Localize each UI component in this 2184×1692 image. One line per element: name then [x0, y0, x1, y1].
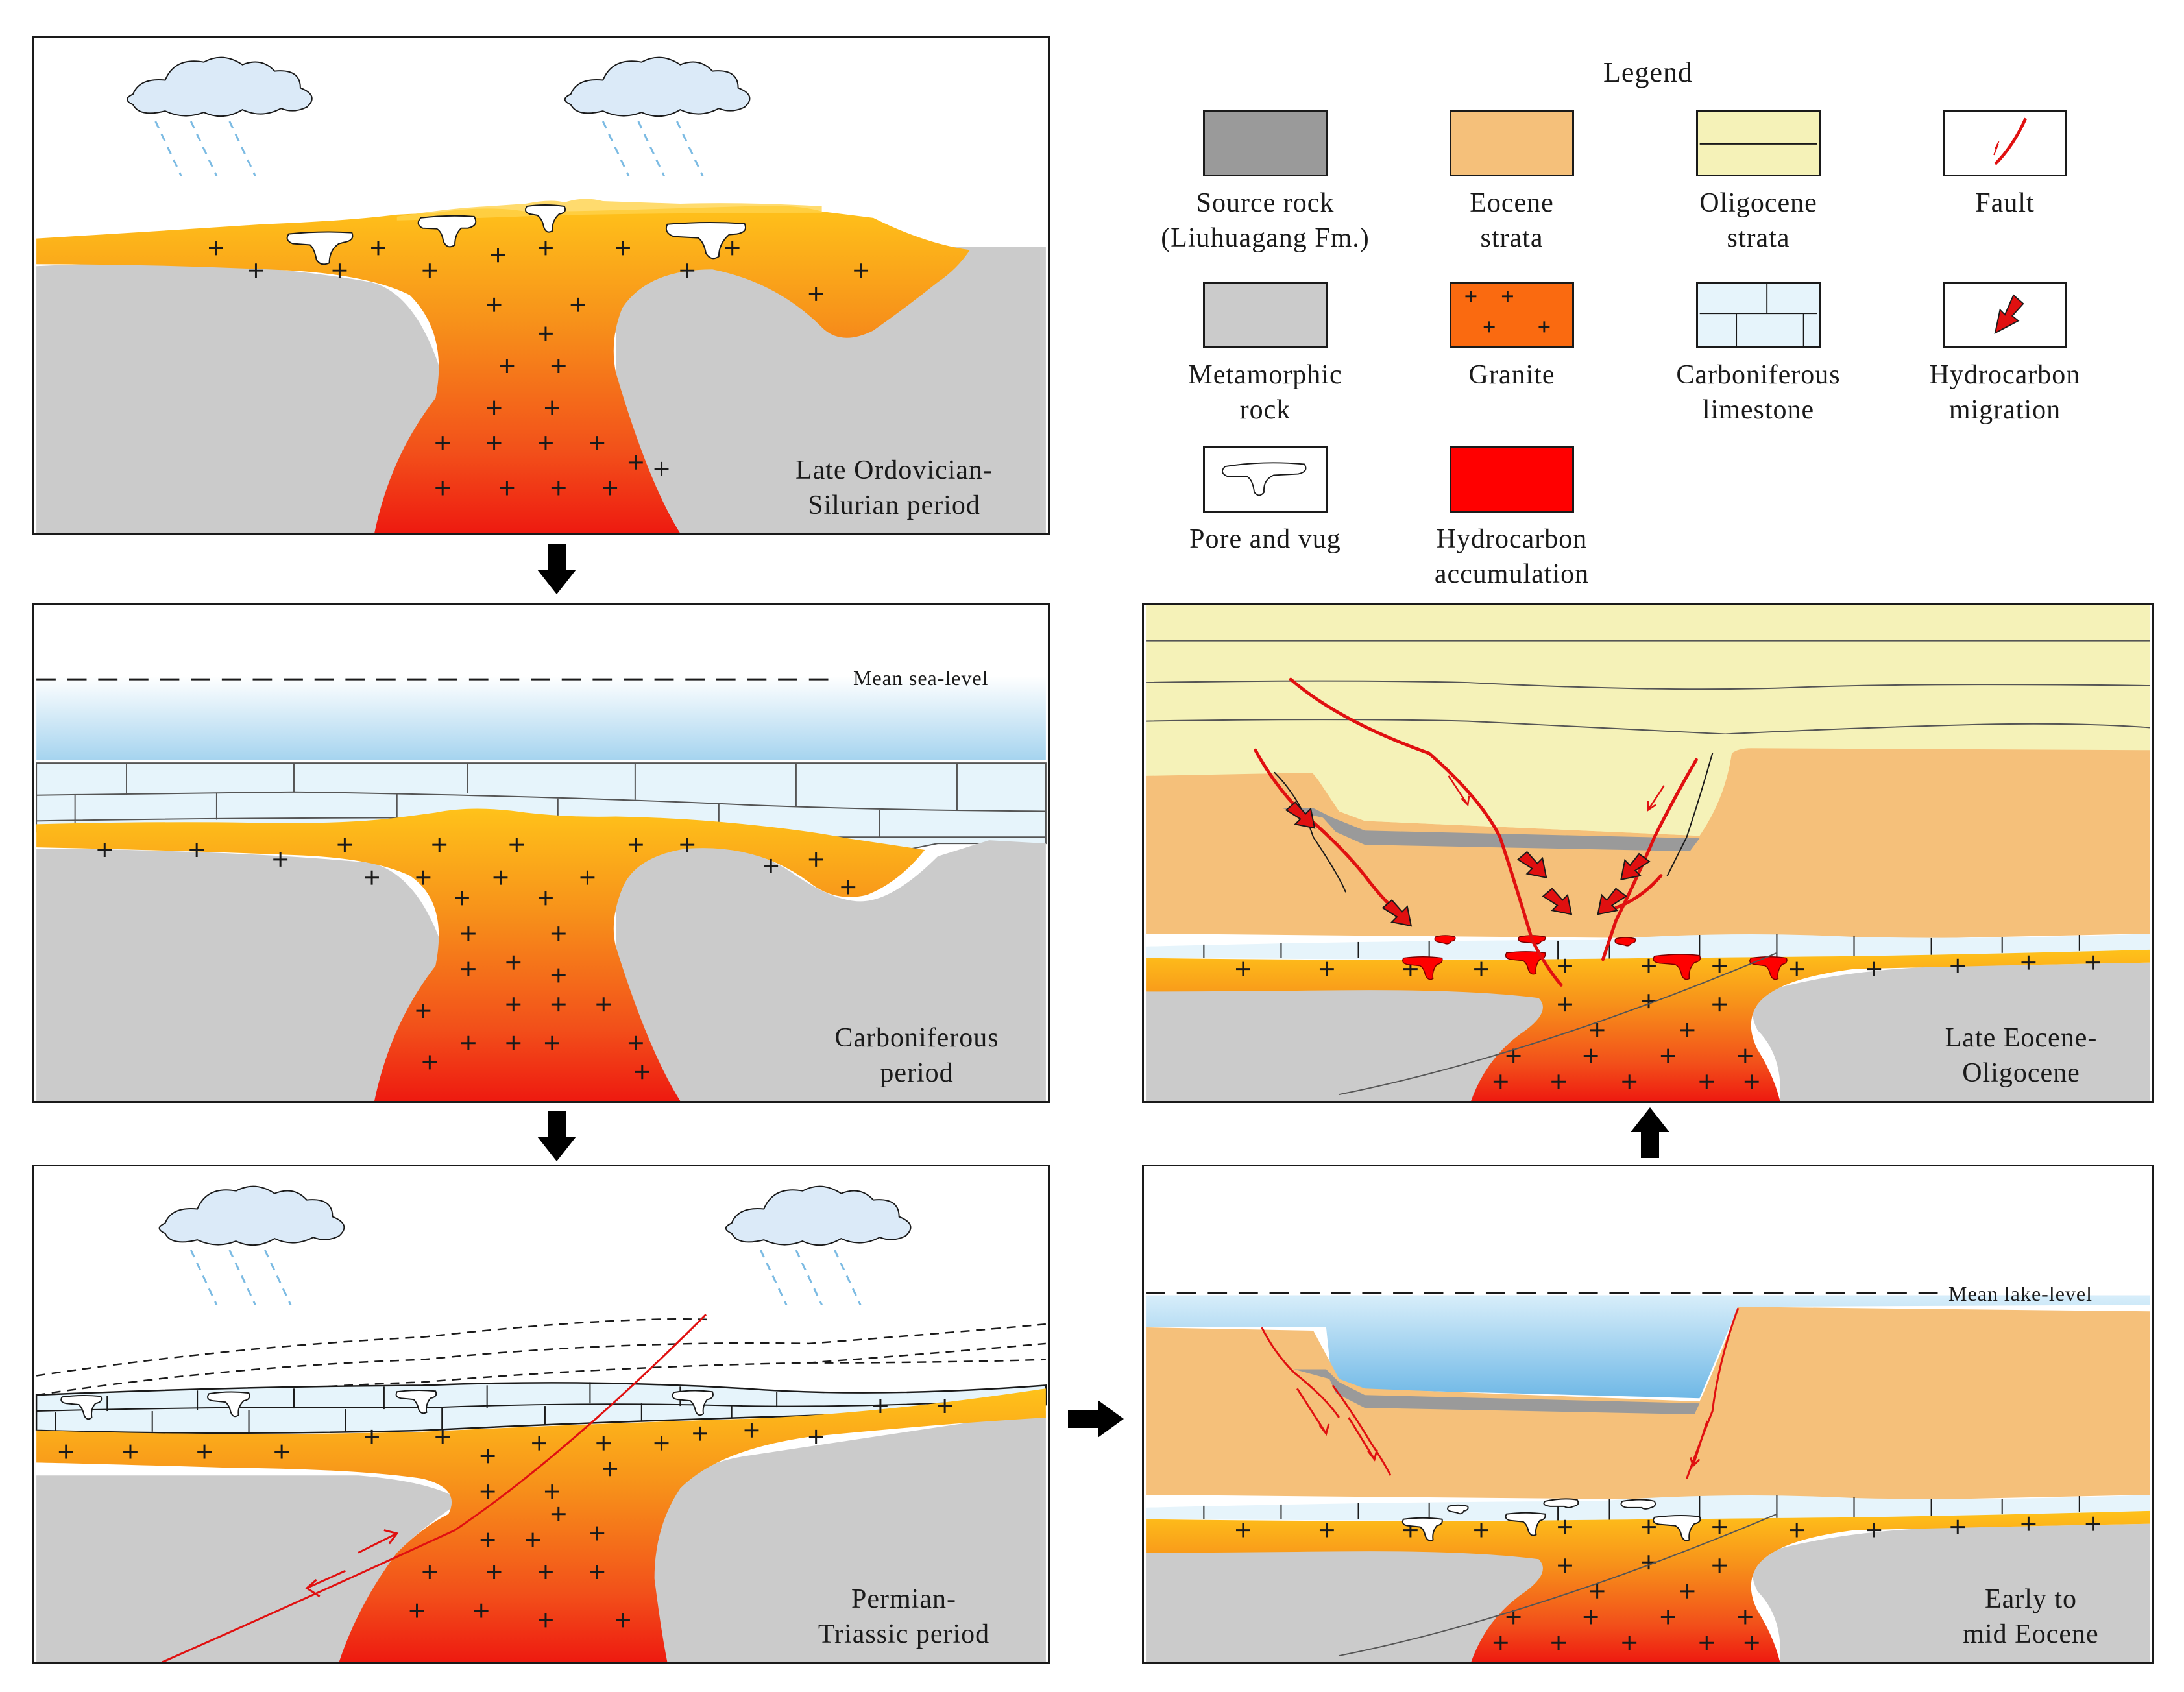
- cloud-left: [158, 1185, 345, 1305]
- metamorphic-rock: [36, 1411, 1046, 1662]
- metamorphic-rock: [36, 840, 1046, 1101]
- pore-and-vug-group: [286, 204, 747, 265]
- accumulation-swatch: [1450, 446, 1574, 513]
- panel-5-label: Late Eocene- Oligocene: [1945, 1023, 2098, 1088]
- limestone-swatch: [1696, 282, 1821, 348]
- pore-and-vug-group: [1401, 1498, 1701, 1541]
- granite-body: [36, 808, 925, 1101]
- mean-lake-level-label: Mean lake-level: [1948, 1282, 2093, 1305]
- fault-icon: [1993, 117, 2028, 165]
- fault-slip-arrows: [1448, 775, 1665, 812]
- faults: [1254, 677, 1714, 987]
- metamorphic-rock: [1146, 1523, 2150, 1662]
- panel-permian-triassic: Permian- Triassic period: [32, 1165, 1050, 1664]
- panel-1-label: Late Ordovician- Silurian period: [795, 455, 993, 520]
- cloud-left: [127, 56, 313, 176]
- granite-crosses: [1235, 1516, 2100, 1650]
- pore-swatch: [1203, 446, 1328, 513]
- cloud-right: [725, 1185, 912, 1305]
- seawater: [36, 676, 1046, 760]
- granite-swatch: [1450, 282, 1574, 348]
- legend-item-granite: Granite: [1389, 282, 1635, 438]
- eroded-strata-outline: [36, 1318, 1047, 1416]
- limestone-ticks: [1203, 934, 2080, 960]
- cloud-right: [564, 56, 751, 176]
- arrow-down-2: [537, 1111, 576, 1161]
- fault-permian: [161, 1314, 707, 1662]
- fault-swatch: [1943, 110, 2067, 176]
- oligocene-swatch: [1696, 110, 1821, 176]
- carboniferous-limestone: [1146, 934, 2150, 960]
- granite-crosses: [209, 241, 869, 496]
- arrow-right: [1068, 1400, 1124, 1438]
- legend-item-oligocene: Oligocene strata: [1635, 110, 1882, 266]
- cross-section-3: [35, 1185, 1047, 1662]
- cross-section-2: [36, 676, 1047, 1101]
- granite-body: [1146, 949, 2150, 1101]
- source-rock: [1281, 808, 1700, 852]
- metamorphic-rock: [36, 247, 1046, 533]
- panel-late-eocene-oligocene: Late Eocene- Oligocene: [1142, 603, 2154, 1103]
- source-rock-swatch: [1203, 110, 1328, 176]
- granite-body: [36, 1388, 1046, 1662]
- hydrocarbon-accumulation-group: [1402, 935, 1788, 980]
- granite-body: [1146, 1510, 2150, 1662]
- granite-body: [36, 205, 970, 533]
- pore-and-vug-group: [60, 1390, 714, 1420]
- legend-item-limestone: Carboniferous limestone: [1635, 282, 1882, 438]
- cross-section-1: [36, 56, 1046, 533]
- legend-item-metamorphic: Metamorphic rock: [1142, 282, 1389, 438]
- pore-vug-icon: [1222, 462, 1307, 496]
- panel-late-ordovician-silurian: Late Ordovician- Silurian period: [32, 36, 1050, 535]
- cross-section-5: [1146, 605, 2150, 1101]
- legend-item-pore: Pore and vug: [1142, 446, 1389, 602]
- migration-swatch: [1943, 282, 2067, 348]
- hydrocarbon-migration-arrows: [1285, 801, 1651, 927]
- growth-faults: [1261, 1307, 1740, 1479]
- granite-crosses: [1235, 955, 2100, 1089]
- panel-early-mid-eocene: Mean lake-level Early to mid Eocene: [1142, 1165, 2154, 1664]
- panel-2-label: Carboniferous period: [834, 1023, 999, 1088]
- limestone-ticks: [1203, 1495, 2080, 1521]
- weathered-crust: [396, 199, 822, 221]
- arrow-up: [1631, 1107, 1669, 1158]
- legend: Legend Source rock (Liuhuagang Fm.) Eoce…: [1142, 45, 2154, 603]
- mean-sea-level-label: Mean sea-level: [853, 666, 989, 690]
- migration-arrow-icon: [1994, 294, 2024, 335]
- legend-item-eocene: Eocene strata: [1389, 110, 1635, 266]
- legend-title: Legend: [1603, 56, 1693, 88]
- source-rock: [1294, 1369, 1700, 1414]
- panel-4-label: Early to mid Eocene: [1963, 1584, 2099, 1649]
- panel-3-label: Permian- Triassic period: [818, 1584, 990, 1649]
- lake-water: [1146, 1295, 2150, 1399]
- eocene-swatch: [1450, 110, 1574, 176]
- basement-fault: [1339, 952, 1777, 1096]
- metamorphic-swatch: [1203, 282, 1328, 348]
- arrow-down-1: [537, 544, 576, 594]
- granite-crosses: [97, 838, 856, 1080]
- cross-section-4: [1146, 1292, 2150, 1662]
- legend-item-source-rock: Source rock (Liuhuagang Fm.): [1142, 110, 1389, 266]
- oligocene-infill: [1313, 734, 1732, 836]
- legend-item-accumulation: Hydrocarbon accumulation: [1389, 446, 1635, 602]
- basement-fault: [1339, 1513, 1777, 1657]
- legend-item-migration: Hydrocarbon migration: [1882, 282, 2128, 438]
- granite-crosses: [58, 1399, 952, 1628]
- metamorphic-rock: [1146, 962, 2150, 1101]
- panel-carboniferous: Mean sea-level Carboniferous period: [32, 603, 1050, 1103]
- legend-item-fault: Fault: [1882, 110, 2128, 266]
